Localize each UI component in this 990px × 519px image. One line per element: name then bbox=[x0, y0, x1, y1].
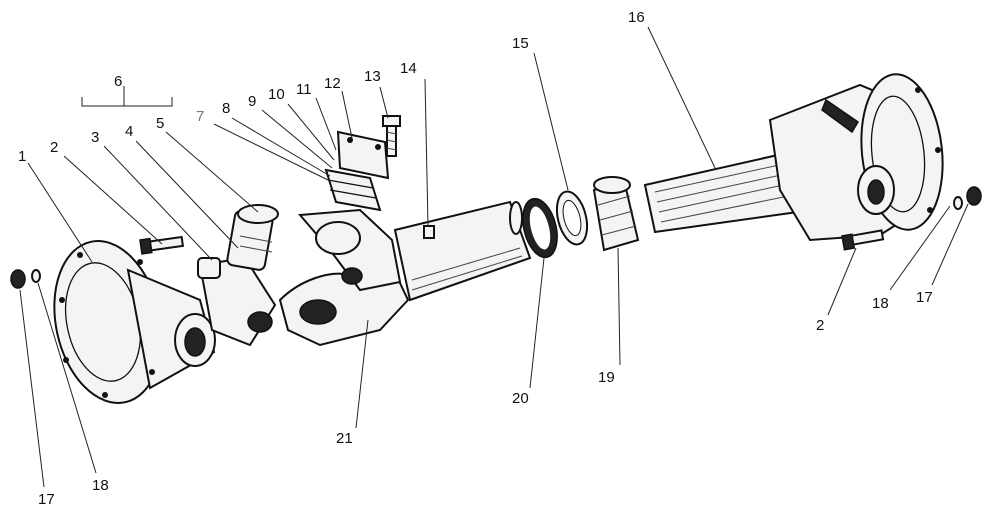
callout-3: 3 bbox=[91, 129, 99, 146]
callout-21: 21 bbox=[336, 430, 353, 447]
bolt-right bbox=[841, 229, 885, 251]
left-flange-housing bbox=[53, 240, 216, 404]
callout-4: 4 bbox=[125, 123, 133, 140]
callout-13: 13 bbox=[364, 68, 381, 85]
callout-14: 14 bbox=[400, 60, 417, 77]
washer-hole bbox=[562, 199, 582, 237]
callout-5: 5 bbox=[156, 115, 164, 132]
callout-8: 8 bbox=[222, 100, 230, 117]
callout-15: 15 bbox=[512, 35, 529, 52]
callout-2-right: 2 bbox=[816, 317, 824, 334]
callout-10: 10 bbox=[268, 86, 285, 103]
callout-16: 16 bbox=[628, 9, 645, 26]
nut-17-left bbox=[10, 269, 26, 289]
right-housing bbox=[768, 73, 944, 242]
callout-labels: 1 2 3 4 5 6 7 8 9 10 11 12 13 14 15 16 1… bbox=[18, 9, 933, 508]
callout-17-left: 17 bbox=[38, 491, 55, 508]
plate-stack bbox=[324, 130, 390, 212]
drawing bbox=[10, 73, 982, 404]
callout-18-right: 18 bbox=[872, 295, 889, 312]
nut-17-right bbox=[966, 186, 982, 206]
bolt-13 bbox=[382, 115, 401, 157]
callout-7: 7 bbox=[196, 108, 204, 125]
splined-nut bbox=[592, 176, 640, 252]
callout-6: 6 bbox=[114, 73, 122, 90]
callout-17-right: 17 bbox=[916, 289, 933, 306]
yoke bbox=[278, 208, 410, 347]
leader-lines bbox=[19, 26, 969, 488]
callout-20: 20 bbox=[512, 390, 529, 407]
callout-18-left: 18 bbox=[92, 477, 109, 494]
seal-ring-hole bbox=[529, 206, 551, 250]
callout-19: 19 bbox=[598, 369, 615, 386]
callout-11: 11 bbox=[296, 81, 312, 98]
callout-9: 9 bbox=[248, 93, 256, 110]
callout-2-left: 2 bbox=[50, 139, 58, 156]
callout-12: 12 bbox=[324, 75, 341, 92]
washer-18-left bbox=[31, 269, 41, 283]
callout-1: 1 bbox=[18, 148, 26, 165]
universal-joint-cross bbox=[197, 204, 279, 347]
shaft-tube bbox=[393, 200, 532, 302]
washer-18-right bbox=[953, 196, 963, 210]
bolt-left bbox=[139, 235, 185, 255]
